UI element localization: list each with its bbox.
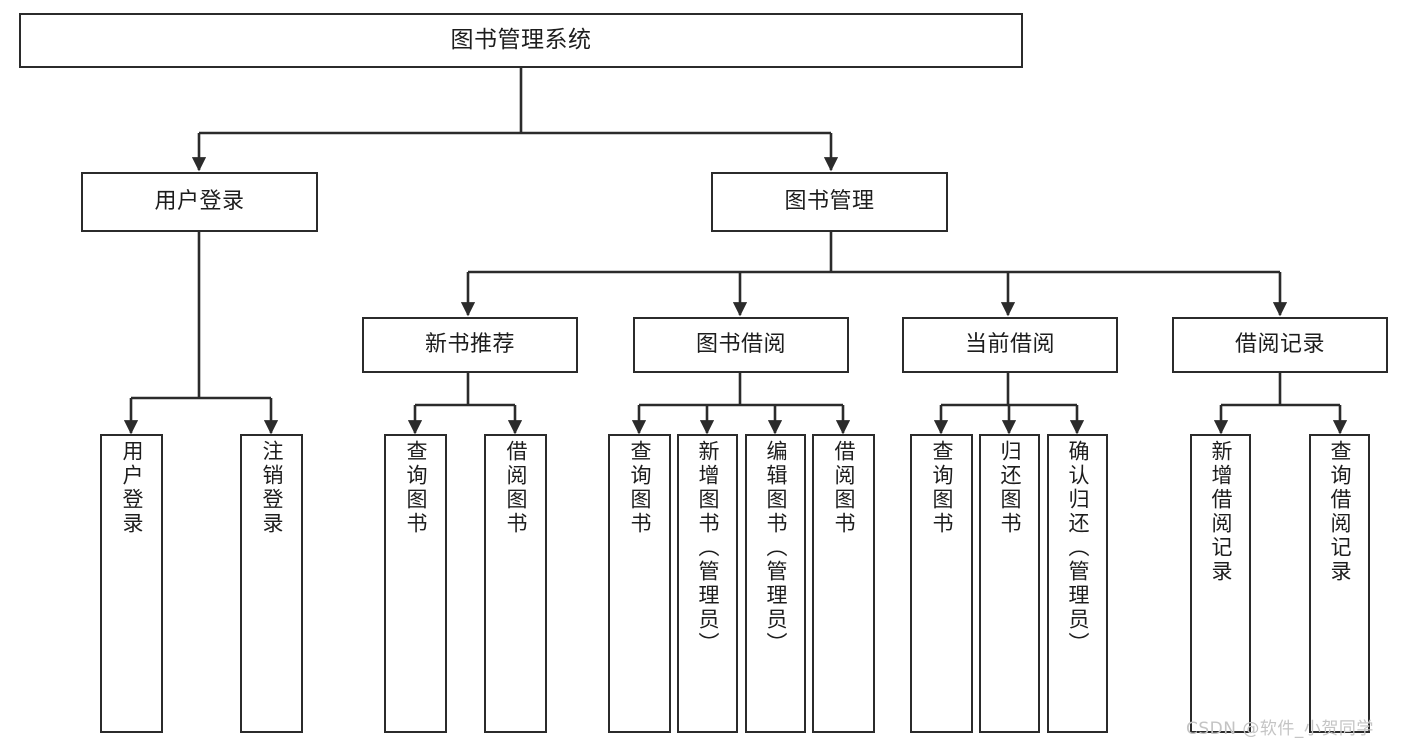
node-leaf-add-borrow-record-label: 新增借阅记录	[1209, 440, 1233, 584]
node-leaf-borrow-query-book-label: 查询图书	[628, 440, 652, 536]
node-leaf-return-book-label: 归还图书	[998, 440, 1022, 536]
node-new-book-recommend[interactable]: 新书推荐	[362, 317, 578, 373]
node-leaf-borrow-book[interactable]: 借阅图书	[812, 434, 875, 733]
node-root-label: 图书管理系统	[450, 26, 592, 53]
node-leaf-logout-label: 注销登录	[260, 440, 284, 536]
node-current-borrow-label: 当前借阅	[964, 331, 1055, 357]
node-leaf-add-borrow-record[interactable]: 新增借阅记录	[1190, 434, 1251, 733]
node-leaf-user-login-label: 用户登录	[120, 440, 144, 536]
node-book-borrow-label: 图书借阅	[695, 331, 786, 357]
node-borrow-records[interactable]: 借阅记录	[1172, 317, 1388, 373]
node-borrow-records-label: 借阅记录	[1234, 331, 1325, 357]
node-leaf-return-book[interactable]: 归还图书	[979, 434, 1040, 733]
node-user-login[interactable]: 用户登录	[81, 172, 318, 232]
node-leaf-current-query-book[interactable]: 查询图书	[910, 434, 973, 733]
node-user-login-label: 用户登录	[154, 188, 245, 214]
node-leaf-newbook-query-book-label: 查询图书	[404, 440, 428, 536]
node-leaf-confirm-return-admin-label: 确认归还（管理员）	[1066, 440, 1090, 656]
node-current-borrow[interactable]: 当前借阅	[902, 317, 1118, 373]
node-leaf-user-login[interactable]: 用户登录	[100, 434, 163, 733]
node-leaf-add-book-admin-label: 新增图书（管理员）	[696, 440, 720, 656]
node-leaf-borrow-query-book[interactable]: 查询图书	[608, 434, 671, 733]
node-leaf-logout[interactable]: 注销登录	[240, 434, 303, 733]
node-leaf-newbook-borrow-book-label: 借阅图书	[504, 440, 528, 536]
node-leaf-newbook-borrow-book[interactable]: 借阅图书	[484, 434, 547, 733]
node-leaf-confirm-return-admin[interactable]: 确认归还（管理员）	[1047, 434, 1108, 733]
node-leaf-borrow-book-label: 借阅图书	[832, 440, 856, 536]
node-leaf-add-book-admin[interactable]: 新增图书（管理员）	[677, 434, 738, 733]
node-book-borrow[interactable]: 图书借阅	[633, 317, 849, 373]
node-leaf-current-query-book-label: 查询图书	[930, 440, 954, 536]
node-new-book-recommend-label: 新书推荐	[424, 331, 515, 357]
node-root[interactable]: 图书管理系统	[19, 13, 1023, 68]
node-leaf-edit-book-admin-label: 编辑图书（管理员）	[764, 440, 788, 656]
node-leaf-query-borrow-record-label: 查询借阅记录	[1328, 440, 1352, 584]
node-leaf-query-borrow-record[interactable]: 查询借阅记录	[1309, 434, 1370, 733]
node-leaf-newbook-query-book[interactable]: 查询图书	[384, 434, 447, 733]
node-leaf-edit-book-admin[interactable]: 编辑图书（管理员）	[745, 434, 806, 733]
node-book-management[interactable]: 图书管理	[711, 172, 948, 232]
csdn-watermark: CSDN @软件_小贺同学	[1186, 719, 1374, 739]
node-book-management-label: 图书管理	[784, 188, 875, 214]
